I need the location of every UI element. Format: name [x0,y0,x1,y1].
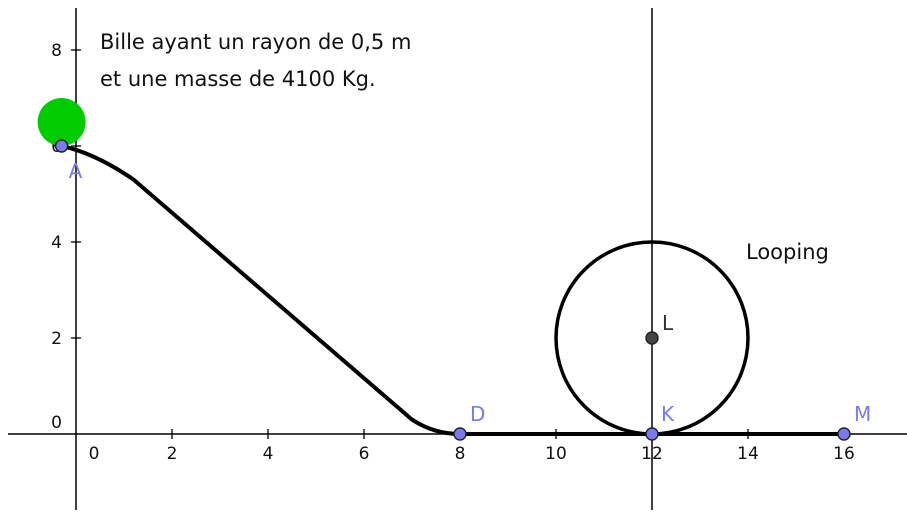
ball [37,98,86,146]
point-l [645,331,659,345]
x-tick-label: 6 [359,444,370,464]
point-m [837,427,851,441]
y-tick-label: 4 [51,233,62,253]
description-line-2: et une masse de 4100 Kg. [100,67,376,91]
x-tick-label: 14 [737,444,759,464]
description-line-1: Bille ayant un rayon de 0,5 m [100,30,412,54]
point-k [645,427,659,441]
point-label-m: M [854,402,871,426]
x-tick-label: 8 [455,444,466,464]
x-tick-label: 0 [89,444,100,464]
y-tick-label: 8 [51,41,62,61]
point-label-a: A [69,159,83,183]
x-tick-label: 2 [167,444,178,464]
point-label-l: L [662,311,674,335]
point-a [54,139,69,153]
points: A D K M L [54,139,871,441]
x-tick-label: 10 [545,444,567,464]
track-path [59,144,846,436]
x-tick-label: 16 [833,444,855,464]
y-tick-label: 2 [51,329,62,349]
y-tick-label: 0 [51,413,62,433]
x-tick-label: 4 [263,444,274,464]
looping-label: Looping [746,240,829,264]
point-d [453,427,467,441]
point-label-k: K [661,402,675,426]
point-label-d: D [470,402,485,426]
